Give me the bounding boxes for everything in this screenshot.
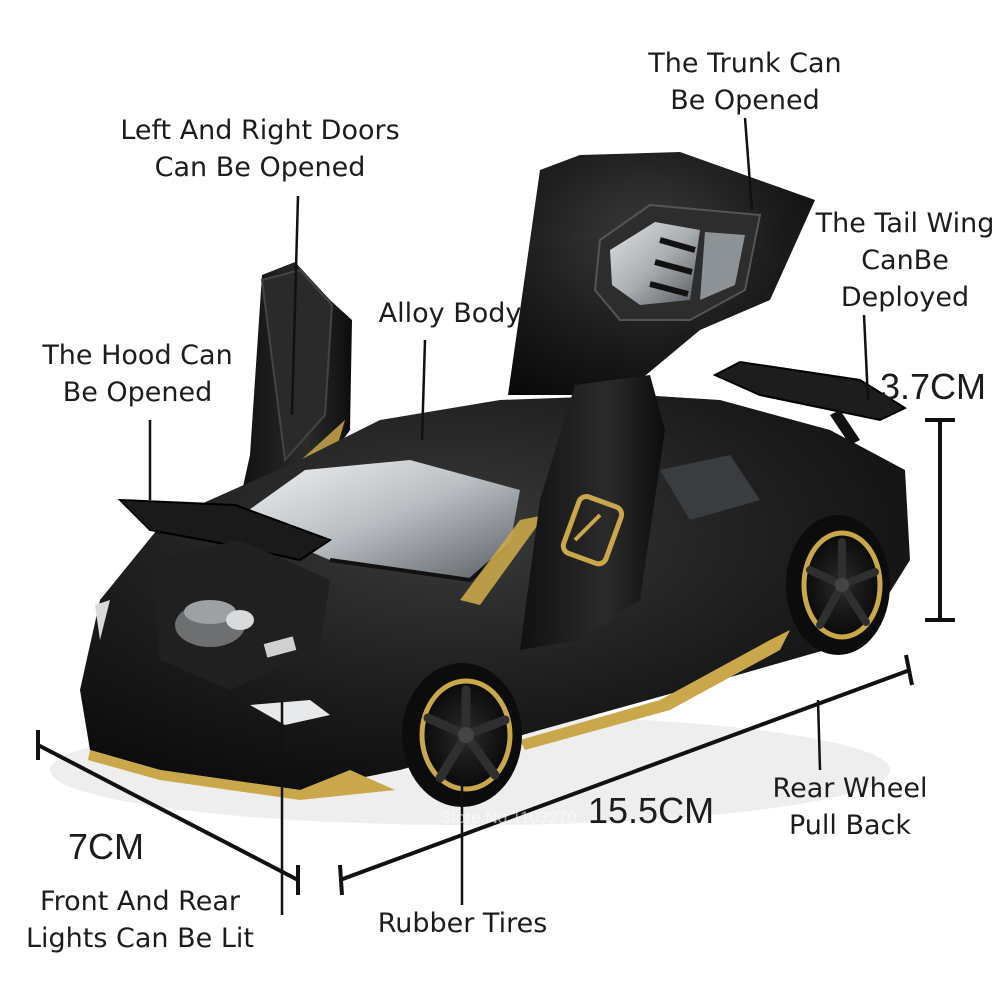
rear-wheel [786, 515, 890, 655]
dimension-lines [36, 418, 955, 896]
label-trunk-line1: The Trunk Can [648, 48, 842, 79]
front-wheel [402, 663, 522, 807]
label-tail-wing-line3: Deployed [840, 282, 970, 313]
label-lights-line1: Front And Rear [40, 886, 240, 917]
label-hood: The Hood Can Be Opened [30, 337, 245, 411]
label-hood-line1: The Hood Can [42, 340, 233, 371]
label-lights-line2: Lights Can Be Lit [26, 923, 254, 954]
label-doors: Left And Right Doors Can Be Opened [105, 112, 415, 186]
dimension-height: 3.7CM [880, 366, 987, 407]
label-rear-wheel-line1: Rear Wheel [772, 773, 928, 804]
label-alloy-body-line1: Alloy Body [378, 298, 522, 329]
label-trunk: The Trunk Can Be Opened [630, 45, 860, 119]
label-lights: Front And Rear Lights Can Be Lit [15, 883, 265, 957]
label-tires: Rubber Tires [360, 905, 565, 942]
callout-lines [148, 117, 870, 915]
label-tail-wing-line1: The Tail Wing [815, 208, 995, 239]
open-trunk [508, 152, 815, 395]
label-tail-wing: The Tail Wing CanBe Deployed [805, 205, 1000, 316]
open-right-door [520, 375, 665, 650]
tail-wing [712, 360, 908, 445]
label-doors-line1: Left And Right Doors [120, 115, 400, 146]
label-tail-wing-line2: CanBe [861, 245, 949, 276]
store-watermark: Store No.1103270... [440, 808, 591, 827]
label-tires-line1: Rubber Tires [377, 908, 548, 939]
car-body [80, 395, 910, 800]
dimension-width: 7CM [68, 826, 145, 867]
label-alloy-body: Alloy Body [360, 295, 540, 332]
label-doors-line2: Can Be Opened [154, 152, 366, 183]
label-rear-wheel: Rear Wheel Pull Back [745, 770, 955, 844]
label-rear-wheel-line2: Pull Back [788, 810, 912, 841]
dimension-length: 15.5CM [588, 790, 715, 831]
label-hood-line2: Be Opened [62, 377, 213, 408]
label-trunk-line2: Be Opened [670, 85, 820, 116]
